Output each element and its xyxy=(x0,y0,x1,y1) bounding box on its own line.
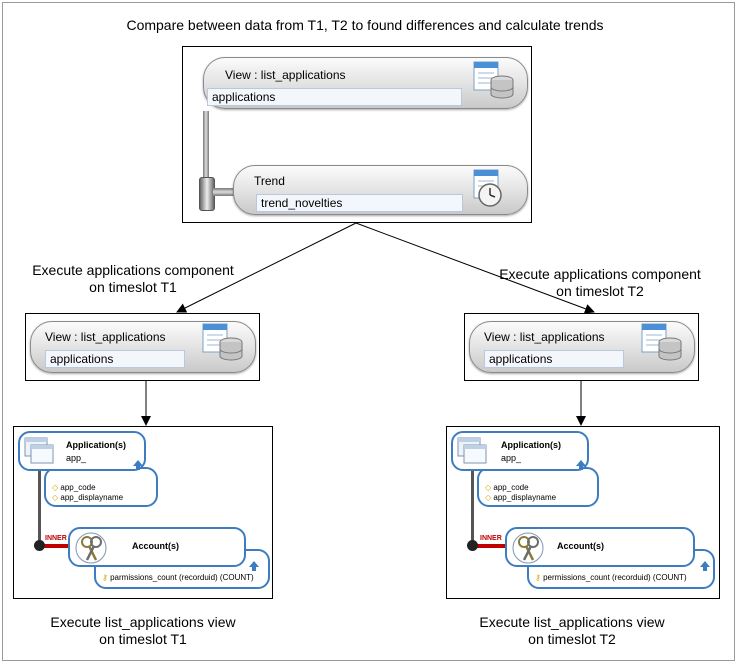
top-view-box: View : list_applications applications Tr… xyxy=(182,46,532,223)
right-attr-1: ◇ app_code xyxy=(485,483,529,492)
left-application-entity[interactable]: Application(s) app_ xyxy=(18,431,146,471)
right-application-entity[interactable]: Application(s) app_ xyxy=(451,431,589,471)
left-model-box: INNER ◇ app_code ◇ app_displayname Appli… xyxy=(13,426,273,599)
right-view-box: View : list_applications applications xyxy=(464,313,699,381)
right-view-field: applications xyxy=(484,350,624,368)
left-attr-1-label: app_code xyxy=(60,483,96,492)
view-title: View : list_applications xyxy=(225,68,346,82)
right-account-attr: ⚷ permissions_count (recorduid) (COUNT) xyxy=(535,573,687,582)
up-arrow-icon[interactable] xyxy=(699,560,711,572)
right-account-attr-label: permissions_count (recorduid) (COUNT) xyxy=(543,573,687,582)
right-exec-label-line1: Execute applications component xyxy=(499,266,701,282)
window-icon xyxy=(457,437,487,464)
pipe-connector xyxy=(203,111,209,187)
top-caption: Compare between data from T1, T2 to foun… xyxy=(126,17,604,33)
view-field: applications xyxy=(207,88,462,106)
right-exec-label-line2: on timeslot T2 xyxy=(556,283,644,299)
right-join-dot xyxy=(467,540,478,551)
left-account-attr: ⚷ parmissions_count (recorduid) (COUNT) xyxy=(102,573,254,582)
left-join-line xyxy=(38,465,41,547)
left-view-box: View : list_applications applications xyxy=(25,313,260,381)
left-account-attr-label: parmissions_count (recorduid) (COUNT) xyxy=(110,573,254,582)
pipe-connector-horizontal xyxy=(213,188,235,196)
right-join-type: INNER xyxy=(480,535,502,542)
table-database-icon xyxy=(473,61,514,99)
up-arrow-icon[interactable] xyxy=(248,560,260,572)
right-account-title: Account(s) xyxy=(557,541,604,551)
right-exec-label: Execute applications component on timesl… xyxy=(485,266,715,300)
left-join-line-red xyxy=(41,544,85,548)
trend-pill[interactable]: Trend trend_novelties xyxy=(233,165,528,215)
keys-icon xyxy=(75,532,107,564)
left-bottom-label-line1: Execute list_applications view xyxy=(50,614,236,630)
left-exec-label-line1: Execute applications component xyxy=(32,262,234,278)
arrow-to-left-view xyxy=(176,222,357,313)
window-icon xyxy=(24,437,54,464)
left-account-entity[interactable]: Account(s) xyxy=(68,527,246,567)
table-clock-icon xyxy=(473,169,502,207)
top-view-pill[interactable]: View : list_applications applications xyxy=(203,57,528,109)
left-bottom-label: Execute list_applications view on timesl… xyxy=(28,614,258,648)
key-icon: ⚷ xyxy=(535,573,541,582)
right-entity-subtitle: app_ xyxy=(501,453,522,463)
left-attr-2-label: app_displayname xyxy=(60,493,124,502)
left-join-dot xyxy=(34,540,45,551)
right-model-box: INNER ◇ app_code ◇ app_displayname Appli… xyxy=(446,426,720,599)
left-view-pill[interactable]: View : list_applications applications xyxy=(30,321,256,373)
up-arrow-icon[interactable] xyxy=(575,459,587,471)
right-bottom-label: Execute list_applications view on timesl… xyxy=(457,614,687,648)
arrow-to-right-view xyxy=(355,222,595,314)
key-icon: ⚷ xyxy=(102,573,108,582)
right-attr-1-label: app_code xyxy=(493,483,529,492)
diamond-icon: ◇ xyxy=(485,483,492,492)
right-attributes-panel: ◇ app_code ◇ app_displayname xyxy=(477,467,599,507)
left-exec-label: Execute applications component on timesl… xyxy=(18,262,248,296)
trend-title: Trend xyxy=(254,174,285,188)
up-arrow-icon[interactable] xyxy=(132,459,144,471)
right-attr-2: ◇ app_displayname xyxy=(485,493,556,502)
left-account-title: Account(s) xyxy=(132,541,179,551)
left-exec-label-line2: on timeslot T1 xyxy=(89,279,177,295)
left-attr-2: ◇ app_displayname xyxy=(52,493,123,502)
trend-field: trend_novelties xyxy=(256,194,463,212)
left-view-title: View : list_applications xyxy=(45,330,166,344)
right-bottom-label-line1: Execute list_applications view xyxy=(479,614,665,630)
left-attributes-panel: ◇ app_code ◇ app_displayname xyxy=(44,467,158,507)
right-account-entity[interactable]: Account(s) xyxy=(505,527,695,567)
diamond-icon: ◇ xyxy=(485,493,492,502)
right-join-line-red xyxy=(474,544,518,548)
right-view-title: View : list_applications xyxy=(484,330,605,344)
diamond-icon: ◇ xyxy=(52,493,59,502)
left-attr-1: ◇ app_code xyxy=(52,483,96,492)
right-entity-title: Application(s) xyxy=(501,440,561,450)
left-entity-title: Application(s) xyxy=(66,440,126,450)
keys-icon xyxy=(512,532,544,564)
table-database-icon xyxy=(202,323,243,361)
left-view-field: applications xyxy=(45,350,185,368)
left-entity-subtitle: app_ xyxy=(66,453,87,463)
right-view-pill[interactable]: View : list_applications applications xyxy=(469,321,695,373)
table-database-icon xyxy=(641,323,682,361)
right-attr-2-label: app_displayname xyxy=(493,493,557,502)
diamond-icon: ◇ xyxy=(52,483,59,492)
left-join-type: INNER xyxy=(45,535,67,542)
left-bottom-label-line2: on timeslot T1 xyxy=(99,631,187,647)
right-join-line xyxy=(471,465,474,547)
right-bottom-label-line2: on timeslot T2 xyxy=(528,631,616,647)
